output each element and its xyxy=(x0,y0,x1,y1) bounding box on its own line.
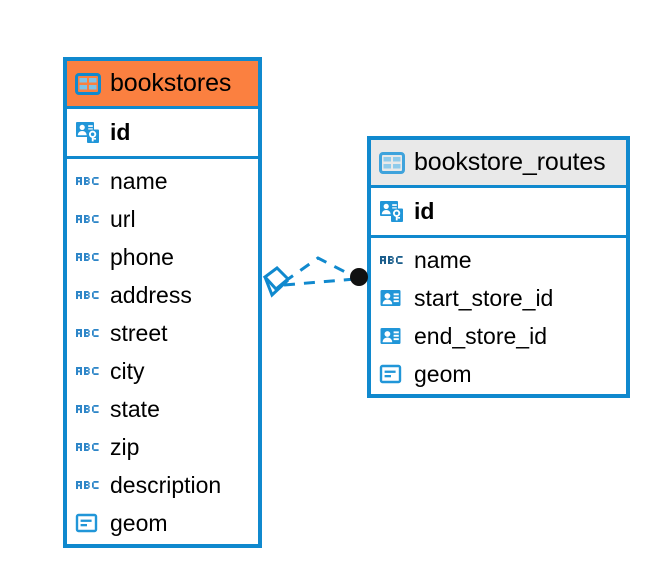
field-label: city xyxy=(110,357,145,384)
filled-circle-marker xyxy=(350,268,368,286)
field-label: description xyxy=(110,471,222,498)
field-label: id xyxy=(414,197,435,224)
abc-text-icon xyxy=(75,472,101,498)
diamond-crowsfoot-marker xyxy=(262,266,291,298)
field-label: name xyxy=(414,246,472,273)
field-row-address[interactable]: address xyxy=(67,276,258,314)
field-row-state[interactable]: state xyxy=(67,390,258,428)
geometry-icon xyxy=(379,361,405,387)
field-label: street xyxy=(110,319,168,346)
abc-text-icon xyxy=(75,206,101,232)
abc-text-icon xyxy=(75,434,101,460)
entity-header-bookstores[interactable]: bookstores xyxy=(67,61,258,109)
field-label: start_store_id xyxy=(414,284,554,311)
field-row-phone[interactable]: phone xyxy=(67,238,258,276)
field-row-end-store-id[interactable]: end_store_id xyxy=(371,317,626,355)
field-label: state xyxy=(110,395,160,422)
field-label: id xyxy=(110,118,131,145)
field-label: geom xyxy=(110,509,168,536)
entity-title: bookstores xyxy=(110,69,232,97)
abc-text-icon xyxy=(75,396,101,422)
abc-text-icon xyxy=(75,244,101,270)
field-section: name start_store_id xyxy=(371,238,626,399)
relationship-line-lower xyxy=(283,277,356,287)
field-row-name[interactable]: name xyxy=(371,241,626,279)
table-icon xyxy=(75,71,101,97)
field-row-name[interactable]: name xyxy=(67,162,258,200)
abc-text-icon xyxy=(75,282,101,308)
field-row-zip[interactable]: zip xyxy=(67,428,258,466)
foreign-key-icon xyxy=(379,285,405,311)
entity-header-bookstore-routes[interactable]: bookstore_routes xyxy=(371,140,626,188)
field-row-start-store-id[interactable]: start_store_id xyxy=(371,279,626,317)
abc-text-icon xyxy=(75,168,101,194)
field-label: address xyxy=(110,281,192,308)
abc-text-icon xyxy=(75,358,101,384)
entity-bookstore-routes[interactable]: bookstore_routes xyxy=(367,136,630,398)
field-row-geom[interactable]: geom xyxy=(371,355,626,393)
field-label: name xyxy=(110,167,168,194)
field-row-city[interactable]: city xyxy=(67,352,258,390)
primary-key-section: id xyxy=(67,109,258,159)
field-row-street[interactable]: street xyxy=(67,314,258,352)
field-section: name u xyxy=(67,159,258,548)
primary-key-section: id xyxy=(371,188,626,238)
field-label: phone xyxy=(110,243,174,270)
geometry-icon xyxy=(75,510,101,536)
entity-title: bookstore_routes xyxy=(414,148,606,176)
field-label: url xyxy=(110,205,136,232)
field-row-url[interactable]: url xyxy=(67,200,258,238)
field-row-id[interactable]: id xyxy=(67,113,258,151)
field-row-geom[interactable]: geom xyxy=(67,504,258,542)
relationship-line-upper xyxy=(283,256,356,284)
primary-key-icon xyxy=(379,198,405,224)
field-label: geom xyxy=(414,360,472,387)
field-row-description[interactable]: description xyxy=(67,466,258,504)
abc-text-icon xyxy=(379,247,405,273)
primary-key-icon xyxy=(75,119,101,145)
foreign-key-icon xyxy=(379,323,405,349)
field-label: zip xyxy=(110,433,140,460)
field-row-id[interactable]: id xyxy=(371,192,626,230)
abc-text-icon xyxy=(75,320,101,346)
entity-bookstores[interactable]: bookstores xyxy=(63,57,262,548)
table-icon xyxy=(379,150,405,176)
field-label: end_store_id xyxy=(414,322,547,349)
